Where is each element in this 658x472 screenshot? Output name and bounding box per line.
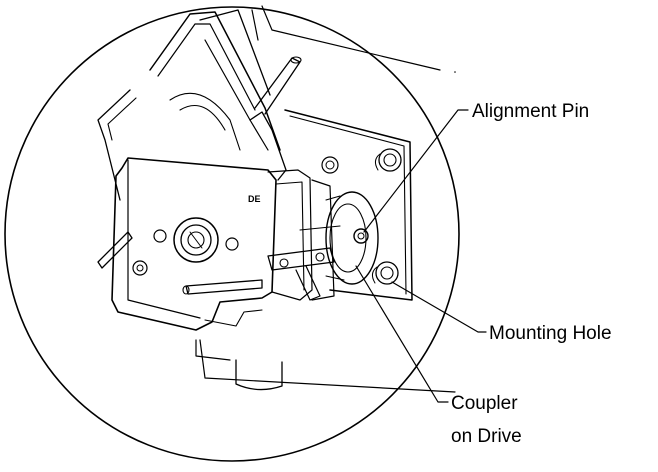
detail-circle — [4, 6, 460, 462]
mounting-plate — [284, 109, 413, 301]
drive-housing — [195, 5, 456, 393]
upper-mounting-hole — [374, 148, 402, 172]
alignment-pin — [353, 228, 369, 244]
speck — [454, 71, 456, 73]
mounting-hole-label: Mounting Hole — [489, 323, 612, 344]
front-screw-bottom — [132, 260, 148, 276]
coupler-label-line2: on Drive — [451, 426, 522, 447]
plate-stud-left — [321, 156, 339, 174]
coupler-leader — [355, 265, 449, 403]
drive-coupler — [325, 191, 379, 285]
rotor-hub — [173, 217, 219, 263]
pump-head-body — [111, 157, 335, 331]
alignment-pin-label: Alignment Pin — [472, 101, 589, 122]
cross-pin — [182, 279, 263, 295]
clamp-lever — [267, 225, 341, 301]
pump-latch-frame — [97, 9, 302, 201]
coupler-label-line1: Coupler — [451, 393, 518, 414]
mounting-hole — [371, 261, 399, 285]
mounting-hole-leader — [391, 281, 487, 333]
part-marking: DE — [248, 194, 261, 204]
leader-lines — [355, 109, 487, 403]
front-screw-left — [153, 229, 167, 243]
front-screw-right — [225, 237, 239, 251]
side-rod — [97, 231, 133, 269]
alignment-pin-leader — [363, 109, 469, 233]
